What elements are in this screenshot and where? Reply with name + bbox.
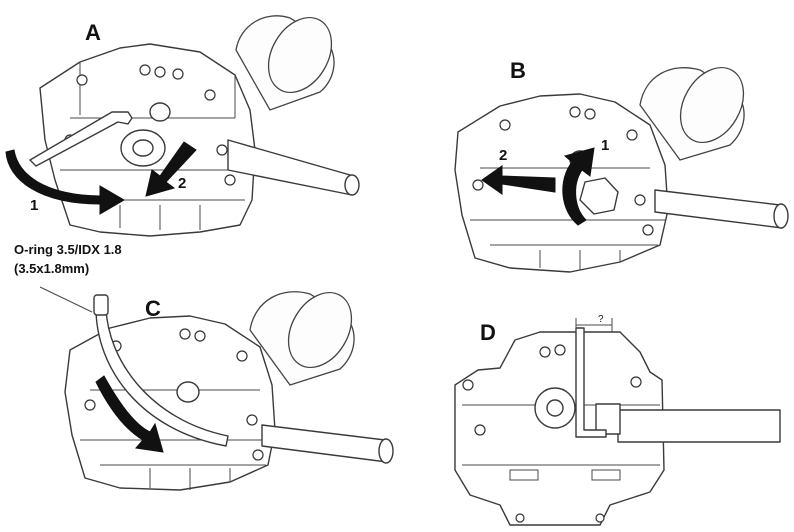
panel-a-push-arrow (145, 141, 197, 197)
panel-c-housing (64, 315, 276, 491)
panel-d-center-gear (534, 387, 576, 429)
panel-b-step-2: 2 (499, 147, 507, 164)
panel-a-step-2: 2 (178, 175, 186, 192)
panel-c-callout-leader (39, 286, 93, 313)
panel-b-motor (639, 66, 745, 161)
panel-d-shaft (595, 403, 781, 443)
panel-b-shaft (654, 189, 789, 229)
panel-c-tube (95, 307, 229, 447)
panel-a-motor (235, 15, 335, 111)
panel-b-pull-arrow (481, 165, 556, 195)
panel-d-dimension-mark: ? (598, 314, 604, 325)
panel-b-rotate-arrow (562, 147, 595, 226)
panel-a-hex-key (29, 111, 133, 167)
panel-a (5, 15, 360, 237)
panel-c-callout-line-1: O-ring 3.5/IDX 1.8 (14, 242, 122, 257)
panel-b-step-1: 1 (601, 137, 609, 154)
panel-a-rotate-arrow (5, 149, 125, 215)
panel-a-shaft (227, 139, 360, 196)
panel-b-housing (454, 93, 669, 273)
panel-b (454, 66, 789, 273)
panel-b-label: B (510, 58, 526, 83)
panel-c-insert-arrow (95, 375, 164, 453)
panel-c-motor (249, 291, 355, 386)
panel-b-mount-holes (472, 106, 654, 236)
panel-a-feed-roller (120, 102, 171, 167)
panel-c-callout-line-2: (3.5x1.8mm) (14, 261, 89, 276)
panel-c-shaft (261, 424, 394, 464)
panel-d-label: D (480, 320, 496, 345)
panel-d-tube-guide (575, 327, 607, 438)
panel-d (454, 318, 781, 526)
panel-c (39, 286, 394, 491)
panel-c-drive-stub (176, 381, 200, 403)
panel-d-dimension (575, 318, 613, 332)
panel-c-o-ring (93, 294, 109, 316)
panel-a-label: A (85, 20, 101, 45)
panel-d-mount-holes (462, 344, 651, 523)
panel-c-label: C (145, 296, 161, 321)
panel-a-step-1: 1 (30, 197, 38, 214)
panel-c-mount-holes (84, 328, 264, 461)
